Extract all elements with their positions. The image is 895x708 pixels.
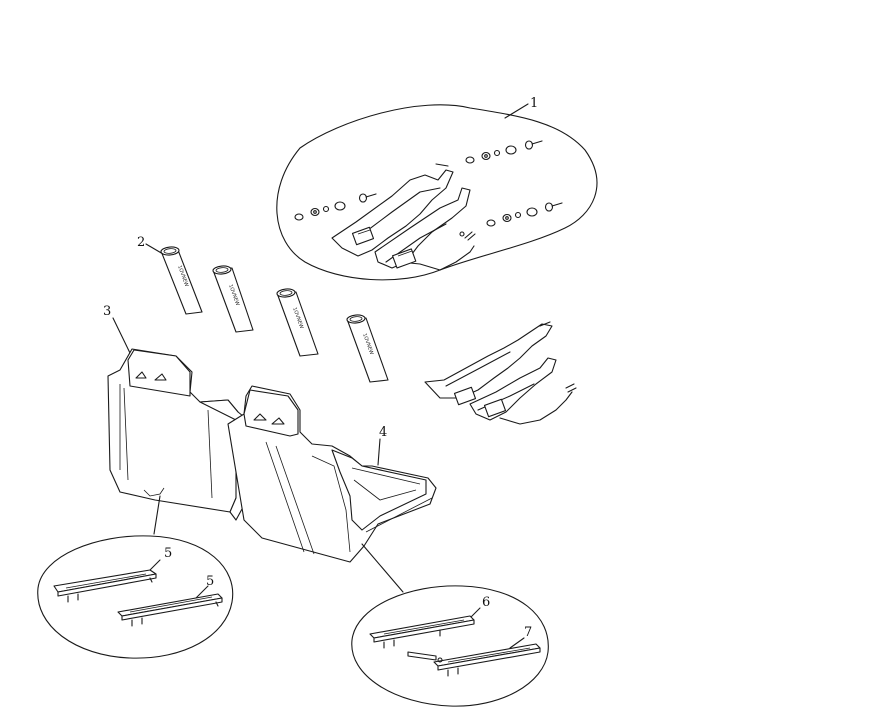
seat-rail-7 xyxy=(407,643,541,677)
rails-left-group: 5 5 xyxy=(37,535,234,659)
shoulder-pad-3 xyxy=(276,288,319,357)
seat-right: 4 xyxy=(227,385,437,593)
rails-left-bubble xyxy=(37,535,234,659)
harness-straps-kit xyxy=(331,163,476,271)
callout-1: 1 xyxy=(530,96,538,111)
seat-rail-5b xyxy=(117,593,223,627)
shoulder-pad-2 xyxy=(212,265,254,333)
leader-2 xyxy=(145,243,164,255)
leader-7 xyxy=(509,637,525,649)
callout-2: 2 xyxy=(137,235,145,250)
rails-right-group: 6 7 xyxy=(351,585,549,707)
release-handle xyxy=(407,651,437,661)
hardware-row-upper xyxy=(465,140,543,164)
callout-6: 6 xyxy=(482,595,490,610)
leader-4 xyxy=(377,438,381,466)
seat-left: 3 xyxy=(103,304,249,535)
shoulder-pads-group: 1OVNEW 1OVNEW 1OVNEW 1OVNEW 2 xyxy=(137,235,389,383)
rails-right-bubble xyxy=(351,585,549,707)
callout-5a: 5 xyxy=(164,546,172,561)
leader-5b xyxy=(195,585,209,599)
leader-1 xyxy=(504,103,529,119)
harness-set-loose xyxy=(424,321,577,425)
harness-kit-bubble xyxy=(276,104,598,281)
shoulder-pad-1 xyxy=(160,246,203,315)
hardware-row-left xyxy=(294,193,377,221)
callout-3: 3 xyxy=(103,304,111,319)
shoulder-pad-4 xyxy=(346,314,389,383)
callout-4: 4 xyxy=(379,425,387,440)
callout-7: 7 xyxy=(524,625,532,640)
leader-seat-right-rails xyxy=(361,543,404,593)
seat-rail-5a xyxy=(53,569,157,603)
leader-seat-left-rails xyxy=(153,495,161,535)
callout-5b: 5 xyxy=(206,574,214,589)
seat-rail-6 xyxy=(369,615,475,649)
leader-3 xyxy=(112,317,131,354)
harness-kit-group: 1 xyxy=(276,96,598,281)
hardware-row-lower-right xyxy=(486,202,563,227)
